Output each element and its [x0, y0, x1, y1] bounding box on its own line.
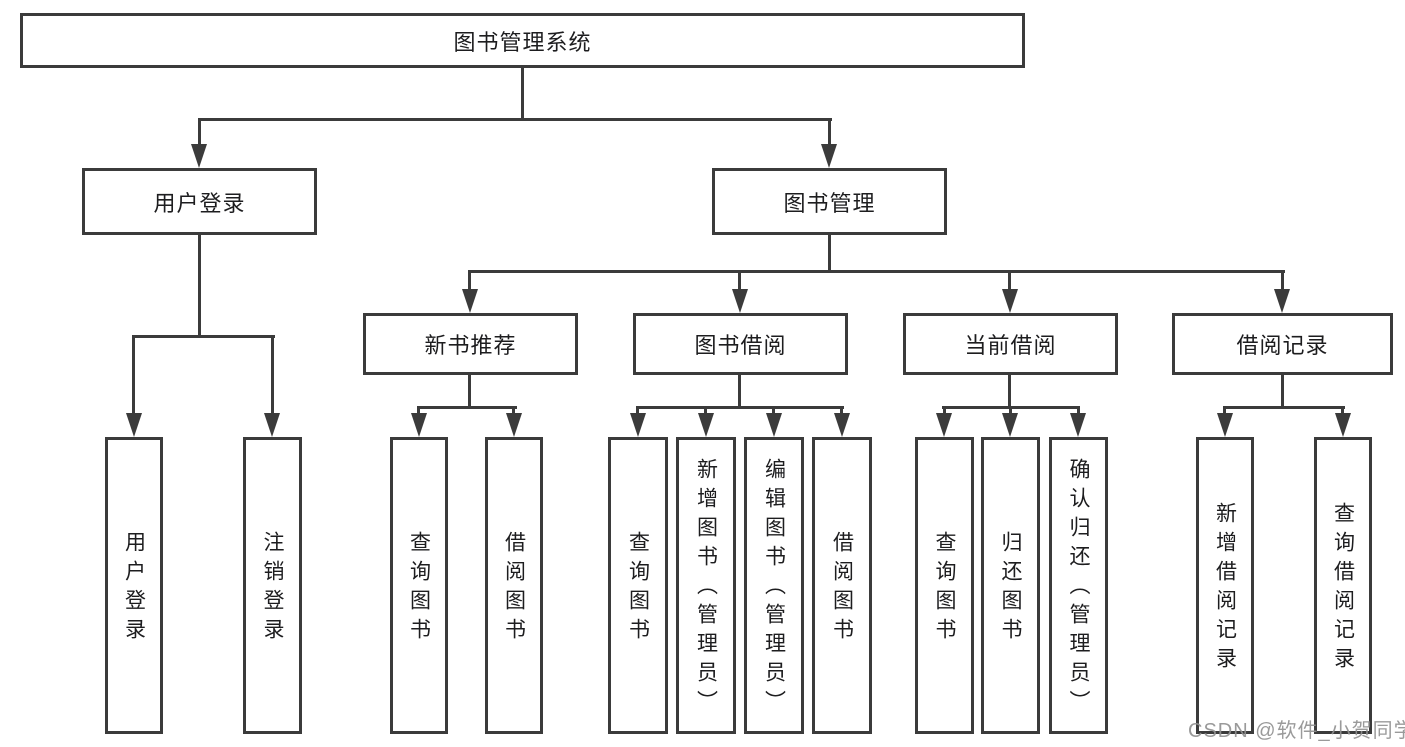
connector-vline — [521, 68, 524, 119]
connector-vline — [512, 406, 515, 416]
connector-hline — [468, 270, 1285, 273]
arrow-down-icon — [732, 289, 748, 313]
connector-vline — [468, 375, 471, 408]
leaf-edit-book-admin: 编辑图书（管理员） — [744, 437, 804, 734]
connector-vline — [1341, 406, 1344, 416]
connector-vline — [468, 270, 471, 292]
arrow-down-icon — [834, 413, 850, 437]
connector-vline — [772, 406, 775, 416]
arrow-down-icon — [264, 413, 280, 437]
connector-hline — [1223, 406, 1345, 409]
leaf-add-borrow-record: 新增借阅记录 — [1196, 437, 1254, 734]
connector-vline — [1281, 375, 1284, 408]
connector-hline — [636, 406, 844, 409]
connector-vline — [1077, 406, 1080, 416]
connector-vline — [417, 406, 420, 416]
connector-vline — [738, 270, 741, 292]
connector-vline — [840, 406, 843, 416]
arrow-down-icon — [1002, 289, 1018, 313]
csdn-watermark: CSDN @软件_小贺同学 — [1188, 720, 1405, 742]
arrow-down-icon — [936, 413, 952, 437]
connector-hline — [417, 406, 517, 409]
connector-vline — [738, 375, 741, 408]
node-book-borrowing: 图书借阅 — [633, 313, 848, 375]
connector-vline — [828, 118, 831, 146]
connector-vline — [271, 335, 274, 415]
arrow-down-icon — [821, 144, 837, 168]
leaf-query-books-current: 查询图书 — [915, 437, 974, 734]
leaf-user-login: 用户登录 — [105, 437, 163, 734]
leaf-logout: 注销登录 — [243, 437, 302, 734]
arrow-down-icon — [191, 144, 207, 168]
leaf-query-borrow-record: 查询借阅记录 — [1314, 437, 1372, 734]
leaf-confirm-return-admin: 确认归还（管理员） — [1049, 437, 1108, 734]
arrow-down-icon — [506, 413, 522, 437]
arrow-down-icon — [1070, 413, 1086, 437]
connector-vline — [1008, 270, 1011, 292]
arrow-down-icon — [462, 289, 478, 313]
arrow-down-icon — [126, 413, 142, 437]
arrow-down-icon — [1217, 413, 1233, 437]
leaf-borrow-books: 借阅图书 — [812, 437, 872, 734]
connector-vline — [1009, 406, 1012, 416]
connector-hline — [132, 335, 275, 338]
leaf-borrow-books-recommend: 借阅图书 — [485, 437, 543, 734]
connector-vline — [1008, 375, 1011, 408]
connector-vline — [704, 406, 707, 416]
node-borrowing-records: 借阅记录 — [1172, 313, 1393, 375]
arrow-down-icon — [411, 413, 427, 437]
connector-hline — [198, 118, 832, 121]
arrow-down-icon — [698, 413, 714, 437]
node-current-borrowing: 当前借阅 — [903, 313, 1118, 375]
arrow-down-icon — [1335, 413, 1351, 437]
connector-vline — [1281, 270, 1284, 292]
leaf-query-books-borrowing: 查询图书 — [608, 437, 668, 734]
node-user-login: 用户登录 — [82, 168, 317, 235]
leaf-query-books-recommend: 查询图书 — [390, 437, 448, 734]
node-new-book-recommend: 新书推荐 — [363, 313, 578, 375]
arrow-down-icon — [630, 413, 646, 437]
node-book-management: 图书管理 — [712, 168, 947, 235]
arrow-down-icon — [1274, 289, 1290, 313]
connector-vline — [132, 335, 135, 415]
leaf-return-book: 归还图书 — [981, 437, 1040, 734]
connector-vline — [198, 235, 201, 337]
connector-vline — [828, 235, 831, 272]
connector-vline — [943, 406, 946, 416]
node-library-system: 图书管理系统 — [20, 13, 1025, 68]
arrow-down-icon — [766, 413, 782, 437]
connector-vline — [1223, 406, 1226, 416]
connector-vline — [198, 118, 201, 146]
arrow-down-icon — [1002, 413, 1018, 437]
leaf-add-book-admin: 新增图书（管理员） — [676, 437, 736, 734]
connector-vline — [636, 406, 639, 416]
